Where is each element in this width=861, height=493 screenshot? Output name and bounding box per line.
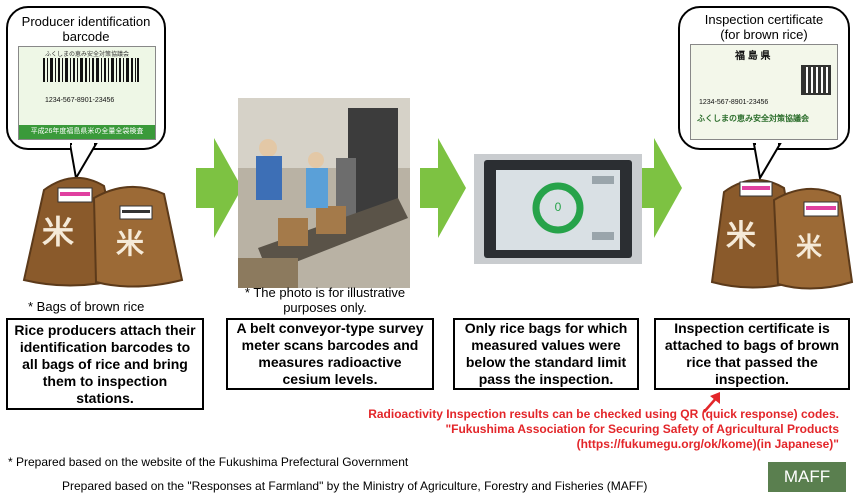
step-box-1: Rice producers attach their identificati… — [6, 318, 204, 410]
svg-text:米: 米 — [116, 227, 144, 260]
callout-tail-right — [752, 142, 782, 181]
conveyor-photo — [238, 98, 410, 288]
certificate-label: 福 島 県 1234-567-8901-23456 ふくしまの恵み安全対策協議会 — [690, 44, 838, 140]
svg-text:米: 米 — [42, 213, 74, 251]
svg-text:米: 米 — [796, 233, 822, 263]
red-pointer-arrow — [703, 392, 720, 413]
producer-barcode-callout: Producer identification barcode ふくしまの恵み安… — [6, 6, 166, 150]
step-box-2: A belt conveyor-type survey meter scans … — [226, 318, 434, 390]
cert-label-pref: 福 島 県 — [735, 51, 771, 62]
barcode-graphic — [43, 58, 139, 82]
qr-note-line-2: "Fukushima Association for Securing Safe… — [445, 422, 839, 436]
footnote-fukushima: * Prepared based on the website of the F… — [8, 455, 409, 469]
maff-badge: MAFF — [768, 462, 846, 492]
callout-title-certificate: Inspection certificate (for brown rice) — [704, 12, 824, 42]
producer-label-header: ふくしまの恵み安全対策協議会 — [44, 52, 129, 58]
qr-code-icon — [801, 65, 831, 95]
cert-label-number: 1234-567-8901-23456 — [699, 99, 769, 106]
producer-label-number: 1234-567-8901-23456 — [45, 97, 115, 104]
arrow-3 — [636, 138, 682, 238]
rice-bags-right: 米 米 — [710, 178, 854, 290]
callout-title-producer: Producer identification barcode — [21, 14, 151, 44]
step-box-3: Only rice bags for which measured values… — [453, 318, 639, 390]
qr-note-line-3: (https://fukumegu.org/ok/kome)(in Japane… — [576, 437, 839, 451]
step-box-4: Inspection certificate is attached to ba… — [654, 318, 850, 390]
certificate-callout: Inspection certificate (for brown rice) … — [678, 6, 850, 150]
cert-label-assoc: ふくしまの恵み安全対策協議会 — [697, 114, 809, 123]
footnote-maff: Prepared based on the "Responses at Farm… — [62, 479, 648, 493]
measurement-screen — [474, 154, 642, 264]
rice-bags-left: 米 米 — [22, 176, 184, 288]
arrow-1 — [196, 138, 242, 238]
screen-value: 0 — [554, 200, 562, 214]
callout-tail-left — [70, 142, 98, 181]
qr-note-line-1: Radioactivity Inspection results can be … — [368, 407, 839, 421]
producer-label-footer: 平成26年度福島県米の全量全袋検査 — [19, 125, 155, 139]
svg-text:米: 米 — [726, 219, 756, 254]
producer-barcode-label: ふくしまの恵み安全対策協議会 1234-567-8901-23456 平成26年… — [18, 46, 156, 140]
arrow-2 — [420, 138, 466, 238]
caption-bags: * Bags of brown rice — [28, 299, 145, 314]
caption-photo: * The photo is for illustrative purposes… — [244, 285, 406, 315]
